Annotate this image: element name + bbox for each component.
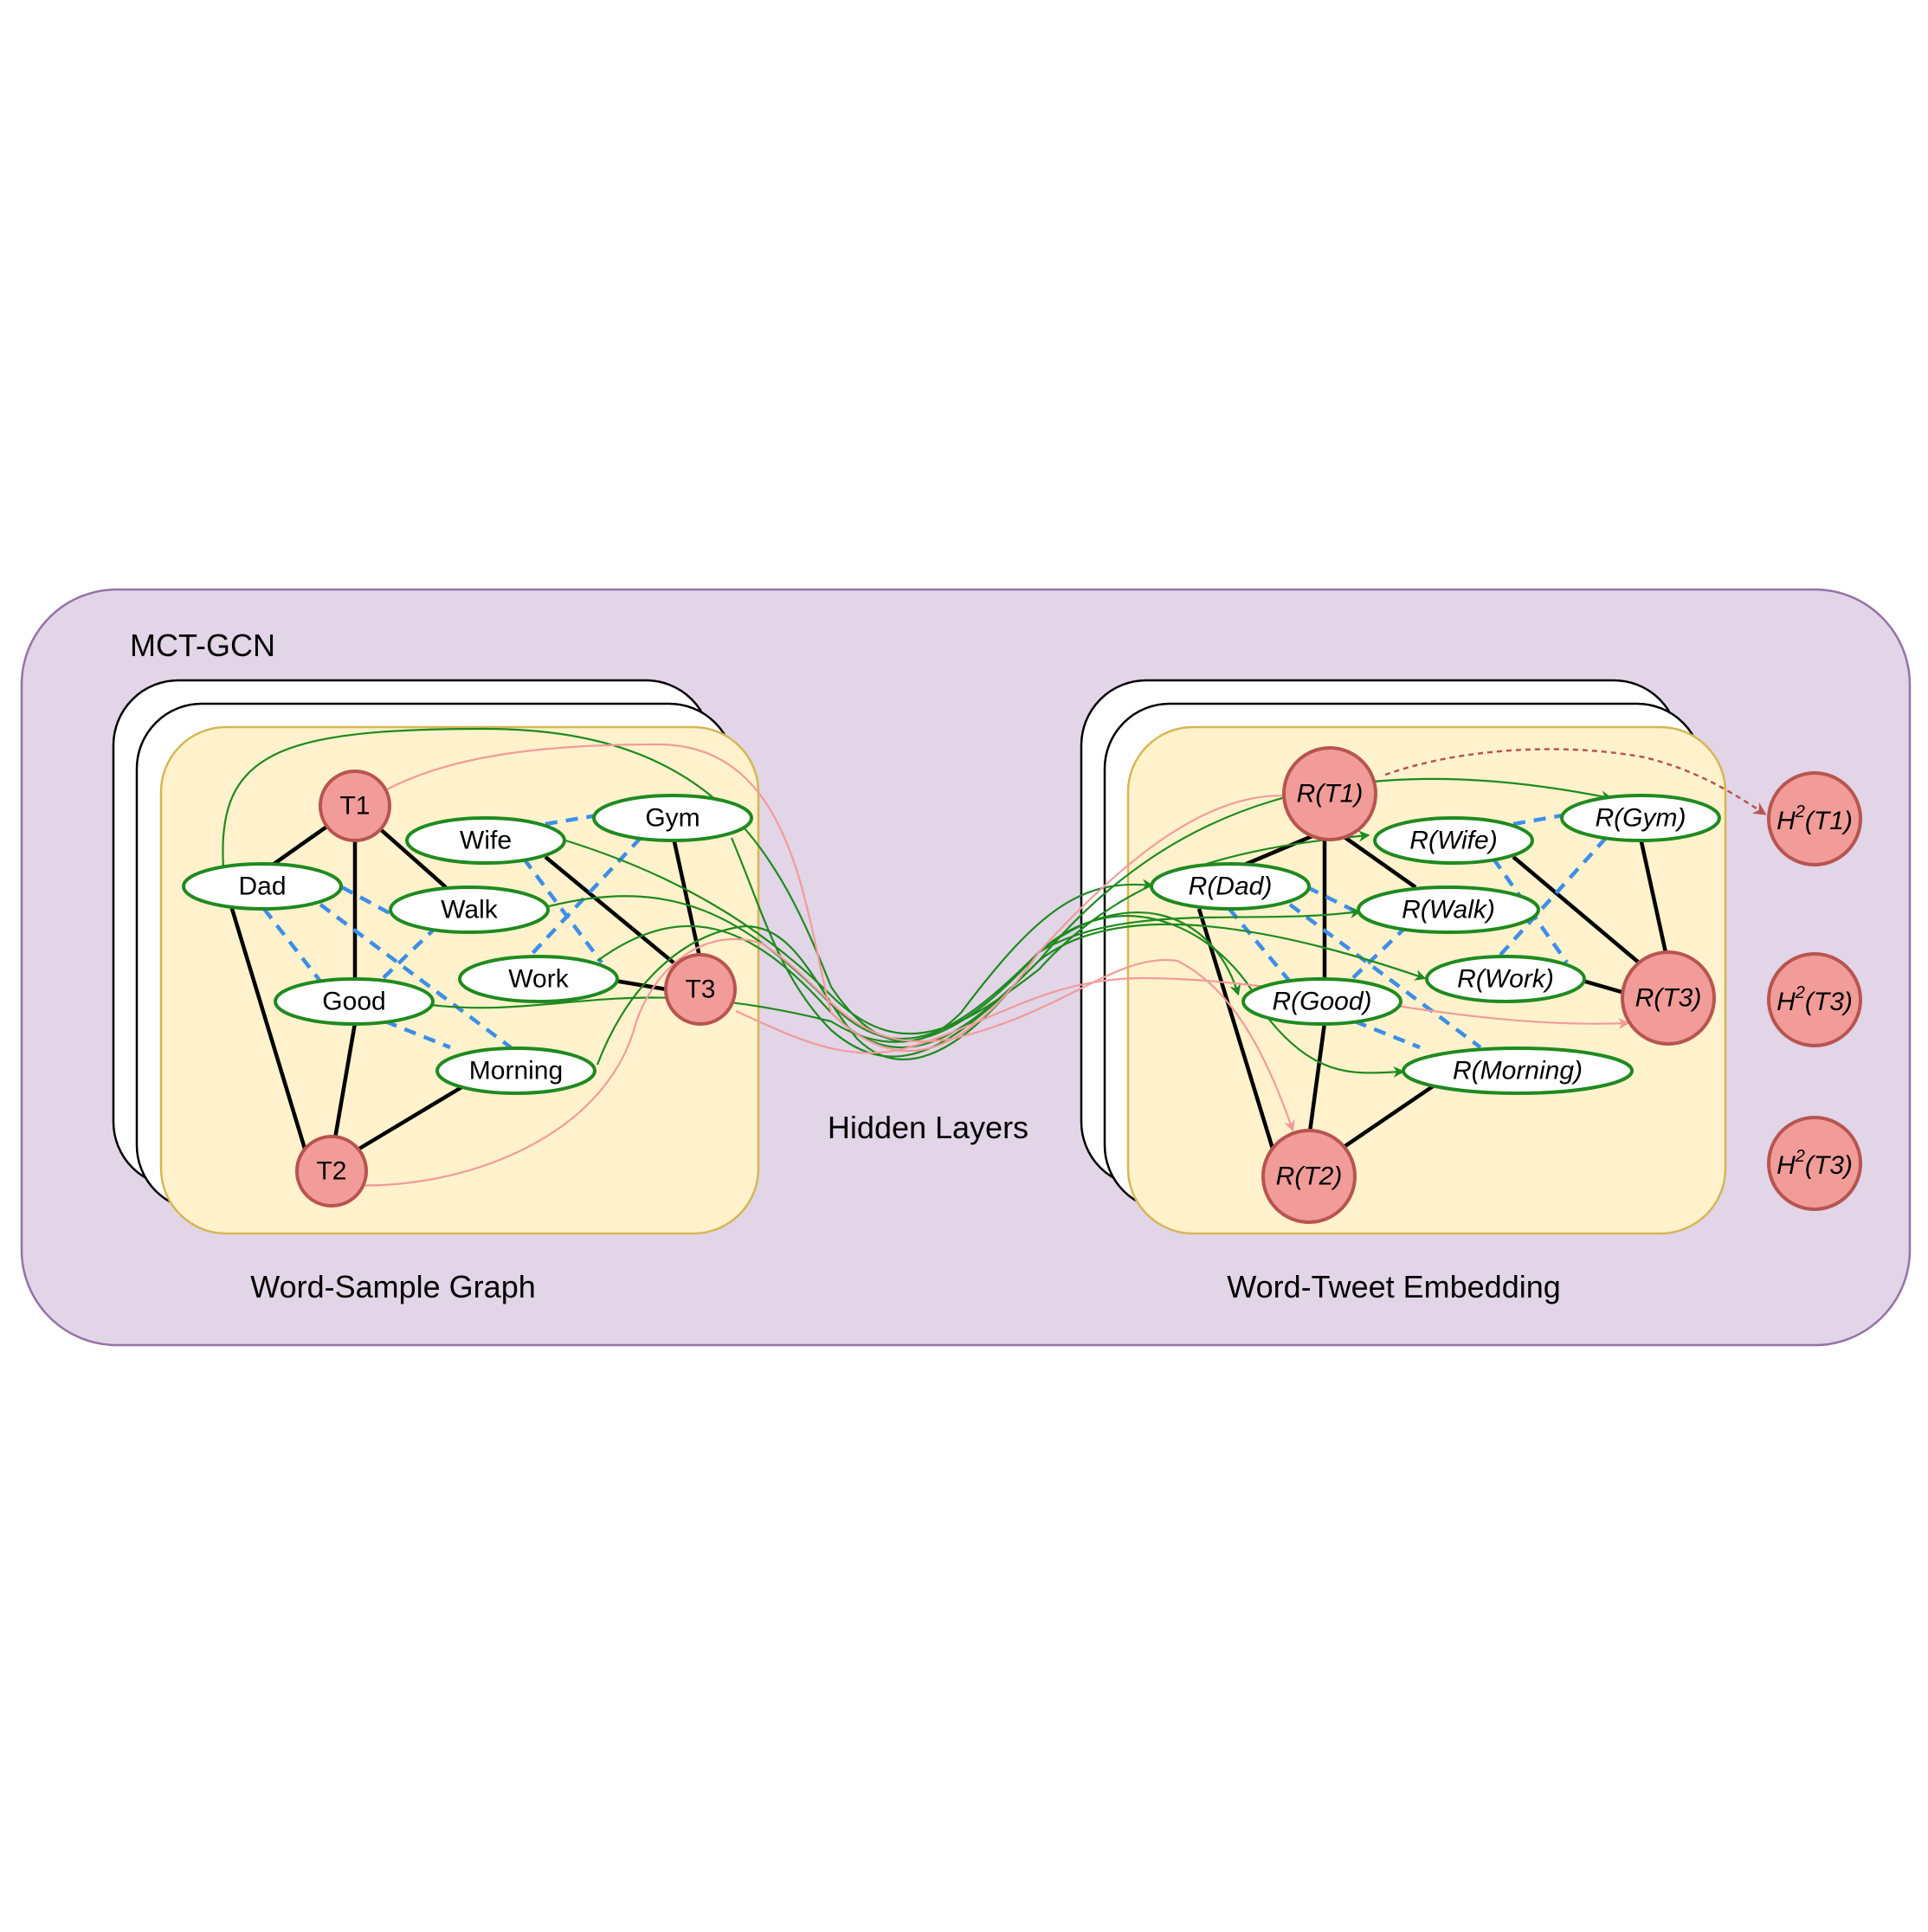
sample-node-t1 [319,770,391,842]
edge-rgood-rt2 [1306,1022,1327,1139]
word-label-good: Good [322,988,385,1016]
embedding-node-wife [1373,816,1534,865]
right-graph-edges [1196,813,1669,1153]
edge-rwalk-rgood-dash [1340,924,1409,990]
edge-wife-gym-dash [545,813,598,827]
right-word-nodes: R(Dad) R(Wife) R(Gym) R(Walk) R(Work) R(… [1150,794,1721,1095]
embedding-node-dad [1150,862,1311,911]
edge-t2-morning [353,1085,465,1153]
word-label-walk: Walk [441,896,499,924]
right-panel-stack [1080,679,1727,1235]
word-sample-graph-caption: Word-Sample Graph [250,1269,535,1304]
edge-rwife-rgym-dash [1512,813,1564,827]
edge-work-t3 [614,978,667,992]
embedding-label-t1: R(T1) [1297,780,1364,808]
connection-t3 [735,976,1630,1054]
word-node-dad [182,862,343,911]
word-label-morning: Morning [469,1057,563,1085]
sample-node-t2 [295,1135,368,1208]
edge-wife-t3 [544,855,681,969]
sample-label-t3: T3 [685,976,715,1004]
embedding-label-dad: R(Dad) [1189,873,1273,901]
word-tweet-embedding-caption: Word-Tweet Embedding [1227,1269,1561,1304]
connection-t2 [335,937,1295,1187]
embedding-label-t3: R(T3) [1635,984,1702,1013]
sample-label-t1: T1 [339,792,370,821]
word-node-morning [435,1046,596,1095]
edge-rgood-rmorning-dash [1354,1019,1421,1050]
edge-rdad-rgood-dash [1228,907,1296,989]
word-node-good [274,977,435,1026]
edge-rgym-rt3 [1638,837,1669,957]
embedding-node-good [1241,977,1402,1026]
right-sample-nodes: R(T1) R(T2) R(T3) [1261,746,1716,1224]
edge-wife-t3-dash [522,857,603,964]
embedding-label-walk: R(Walk) [1402,896,1495,924]
edge-dad-morning-dash [319,903,513,1049]
sample-label-t2: T2 [316,1157,346,1186]
embedding-node-walk [1357,886,1540,934]
word-node-work [458,955,619,1003]
left-sample-nodes: T1 T2 T3 [295,770,737,1208]
embedding-node-morning [1402,1046,1634,1095]
connection-walk [545,895,1362,1040]
embedding-node-t2 [1261,1129,1357,1224]
word-node-walk [389,886,550,934]
output-node-3 [1767,1116,1862,1211]
connection-dad [222,727,1154,1042]
embedding-label-morning: R(Morning) [1453,1057,1583,1085]
edge-rt2-rmorning [1336,1085,1435,1153]
word-node-gym [592,794,753,842]
edge-dad-good-dash [262,907,326,989]
edge-rwife-rt3 [1512,855,1647,969]
edge-dad-t2 [227,899,307,1150]
embedding-label-t2: R(T2) [1276,1162,1343,1191]
word-label-work: Work [508,965,569,994]
diagram-title: MCT-GCN [130,628,275,663]
edge-good-morning-dash [384,1019,451,1050]
word-label-dad: Dad [238,873,286,901]
word-label-gym: Gym [645,804,700,833]
sample-node-t3 [664,953,737,1026]
embedding-node-work [1425,955,1586,1003]
output-label-1: H2(T1) [1776,802,1853,835]
edge-rt1-rwalk [1340,834,1417,889]
hidden-layers-caption: Hidden Layers [828,1110,1028,1145]
embedding-label-work: R(Work) [1457,965,1554,994]
output-node-1 [1767,771,1862,866]
embedding-label-good: R(Good) [1272,988,1371,1016]
output-label-2: H2(T3) [1776,983,1853,1016]
edge-rdad-rt2 [1196,908,1275,1150]
edge-rwork-rt3 [1582,978,1628,996]
left-word-nodes: Dad Wife Gym Walk Work Good Morning [182,794,753,1095]
edge-dad-walk-dash [340,886,391,915]
edge-walk-good-dash [371,924,439,990]
embedding-node-t3 [1621,950,1716,1046]
embedding-node-t1 [1282,746,1377,841]
embedding-label-gym: R(Gym) [1596,804,1686,833]
embedding-node-gym [1560,794,1721,842]
word-label-wife: Wife [460,827,512,855]
word-node-wife [405,816,566,865]
output-nodes: H2(T1) H2(T3) H2(T3) [1767,771,1862,1211]
edge-good-t2 [331,1022,358,1150]
output-label-3: H2(T3) [1776,1147,1853,1180]
embedding-label-wife: R(Wife) [1409,827,1497,855]
edge-rgym-rwork-dash [1492,836,1608,964]
edge-gym-t3 [671,837,702,957]
output-node-2 [1767,952,1862,1047]
connection-t1 [378,743,1297,1052]
edge-rdad-rmorning-dash [1288,903,1482,1049]
